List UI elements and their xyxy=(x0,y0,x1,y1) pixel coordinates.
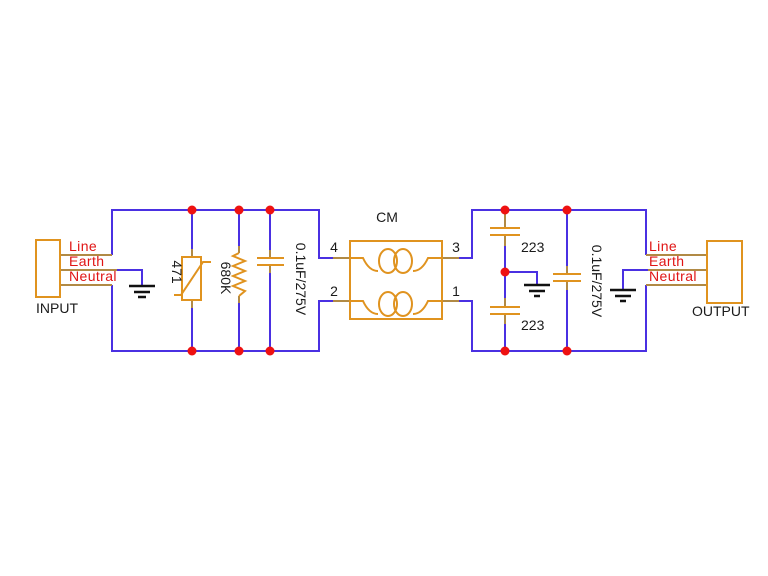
ycap-top-value: 223 xyxy=(521,239,545,255)
junction-dot xyxy=(562,346,572,356)
varistor-diagonal xyxy=(174,261,211,296)
earth-ground-icon xyxy=(610,288,636,303)
wire-output-earth xyxy=(622,269,648,290)
earth-ground-icon xyxy=(524,283,550,298)
wire-line-right-rail xyxy=(459,209,647,259)
input-net-label-earth: Earth xyxy=(69,253,104,269)
junction-dot xyxy=(265,205,275,215)
earth-ground-icon xyxy=(129,284,155,299)
ycap-bottom-symbol xyxy=(490,306,520,315)
junction-dot xyxy=(562,205,572,215)
junction-dots xyxy=(187,205,572,356)
choke-pin-stubs xyxy=(333,257,459,302)
junction-dot xyxy=(187,346,197,356)
output-net-label-neutral: Neutral xyxy=(649,268,697,284)
xcap1-value: 0.1uF/275V xyxy=(293,243,309,316)
choke-winding-top xyxy=(350,248,442,274)
component-symbols xyxy=(35,227,743,320)
choke-winding-bottom xyxy=(350,291,442,317)
varistor-value: 471 xyxy=(169,260,185,284)
choke-outline xyxy=(349,240,443,320)
choke-pin-3: 3 xyxy=(452,239,460,255)
pin-stubs xyxy=(60,212,707,324)
input-connector-body xyxy=(35,239,61,298)
labels: INPUT Line Earth Neutral OUTPUT Line Ear… xyxy=(36,209,750,333)
wire-line-left-rail xyxy=(111,209,333,259)
wire-neutral-right-rail xyxy=(459,285,647,352)
input-net-label-neutral: Neutral xyxy=(69,268,117,284)
choke-label: CM xyxy=(376,209,398,225)
choke-pin-2: 2 xyxy=(330,283,338,299)
output-net-label-earth: Earth xyxy=(649,253,684,269)
input-connector-label: INPUT xyxy=(36,300,78,316)
xcap2-symbol xyxy=(553,273,581,282)
junction-dot xyxy=(234,205,244,215)
output-connector-body xyxy=(706,240,743,304)
wire-neutral-left-rail xyxy=(111,285,333,352)
output-net-label-line: Line xyxy=(649,238,677,254)
varistor-symbol xyxy=(174,256,211,301)
junction-dot xyxy=(500,205,510,215)
wire-input-earth xyxy=(117,269,143,286)
xcap1-symbol xyxy=(257,257,284,266)
choke-symbol xyxy=(349,240,443,320)
ycap-top-symbol xyxy=(490,227,520,236)
junction-dot xyxy=(500,267,510,277)
resistor-value: 680K xyxy=(218,262,234,295)
ground-symbols xyxy=(129,283,636,303)
resistor-symbol xyxy=(230,252,248,297)
ycap-bottom-value: 223 xyxy=(521,317,545,333)
input-net-label-line: Line xyxy=(69,238,97,254)
junction-dot xyxy=(187,205,197,215)
choke-pin-4: 4 xyxy=(330,239,338,255)
xcap2-value: 0.1uF/275V xyxy=(589,245,605,318)
junction-dot xyxy=(234,346,244,356)
junction-dot xyxy=(500,346,510,356)
output-connector-label: OUTPUT xyxy=(692,303,750,319)
junction-dot xyxy=(265,346,275,356)
choke-pin-1: 1 xyxy=(452,283,460,299)
wire-ycap-mid-earth xyxy=(505,271,538,285)
varistor-box xyxy=(181,256,202,301)
